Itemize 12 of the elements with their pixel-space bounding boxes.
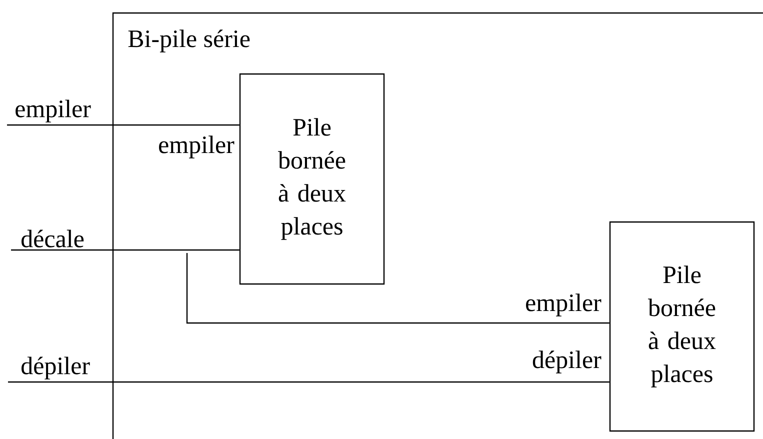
signal-label: dépiler [22, 356, 90, 380]
signal-line [8, 381, 610, 383]
signal-line [186, 253, 610, 324]
stack-box: Pile bornée à deux places [239, 73, 385, 285]
signal-label: décale [22, 230, 84, 248]
port-label: empiler [526, 294, 602, 316]
port-label: dépiler [532, 350, 602, 374]
port-label: empiler [159, 136, 234, 158]
signal-label: empiler [16, 100, 91, 122]
stack-box: Pile bornée à deux places [609, 221, 755, 432]
signal-line [7, 124, 240, 126]
signal-line [11, 249, 240, 251]
